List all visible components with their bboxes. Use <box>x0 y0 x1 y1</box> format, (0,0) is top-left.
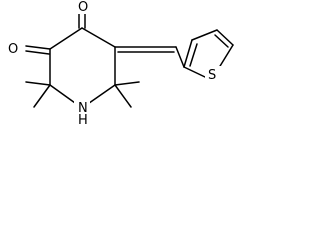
s-mask <box>205 66 221 82</box>
bond-c2-o-left-double <box>25 50 50 55</box>
bond-c2-c3 <box>49 27 83 50</box>
bond-ch-thc2 <box>175 46 185 68</box>
bond-thc2-s <box>183 66 206 78</box>
bond-thc3-thc2 <box>183 39 193 68</box>
bond-c3-c4 <box>81 27 116 48</box>
nitrogen-label: N <box>78 101 88 116</box>
bond-c5-methyl-b <box>114 84 132 108</box>
bond-c2-o-left <box>25 45 51 50</box>
bond-thc3-thc2-double <box>189 43 198 67</box>
o-top-mask <box>73 0 91 14</box>
bond-thc5-thc4-double <box>214 34 229 48</box>
sulfur-label: S <box>208 68 216 83</box>
nh-mask <box>74 99 90 125</box>
bond-thc4-thc3 <box>191 29 218 41</box>
chemical-structure: O O N H S <box>4 0 234 128</box>
bond-c6-methyl-b <box>33 84 51 108</box>
hydrogen-label: H <box>78 113 88 128</box>
bond-c6-methyl-a <box>25 81 51 86</box>
oxygen-left-label: O <box>8 42 18 57</box>
bond-thc5-thc4 <box>216 29 234 46</box>
bond-c5-methyl-a <box>114 81 140 86</box>
oxygen-top-label: O <box>78 0 88 15</box>
o-left-mask <box>4 41 22 55</box>
